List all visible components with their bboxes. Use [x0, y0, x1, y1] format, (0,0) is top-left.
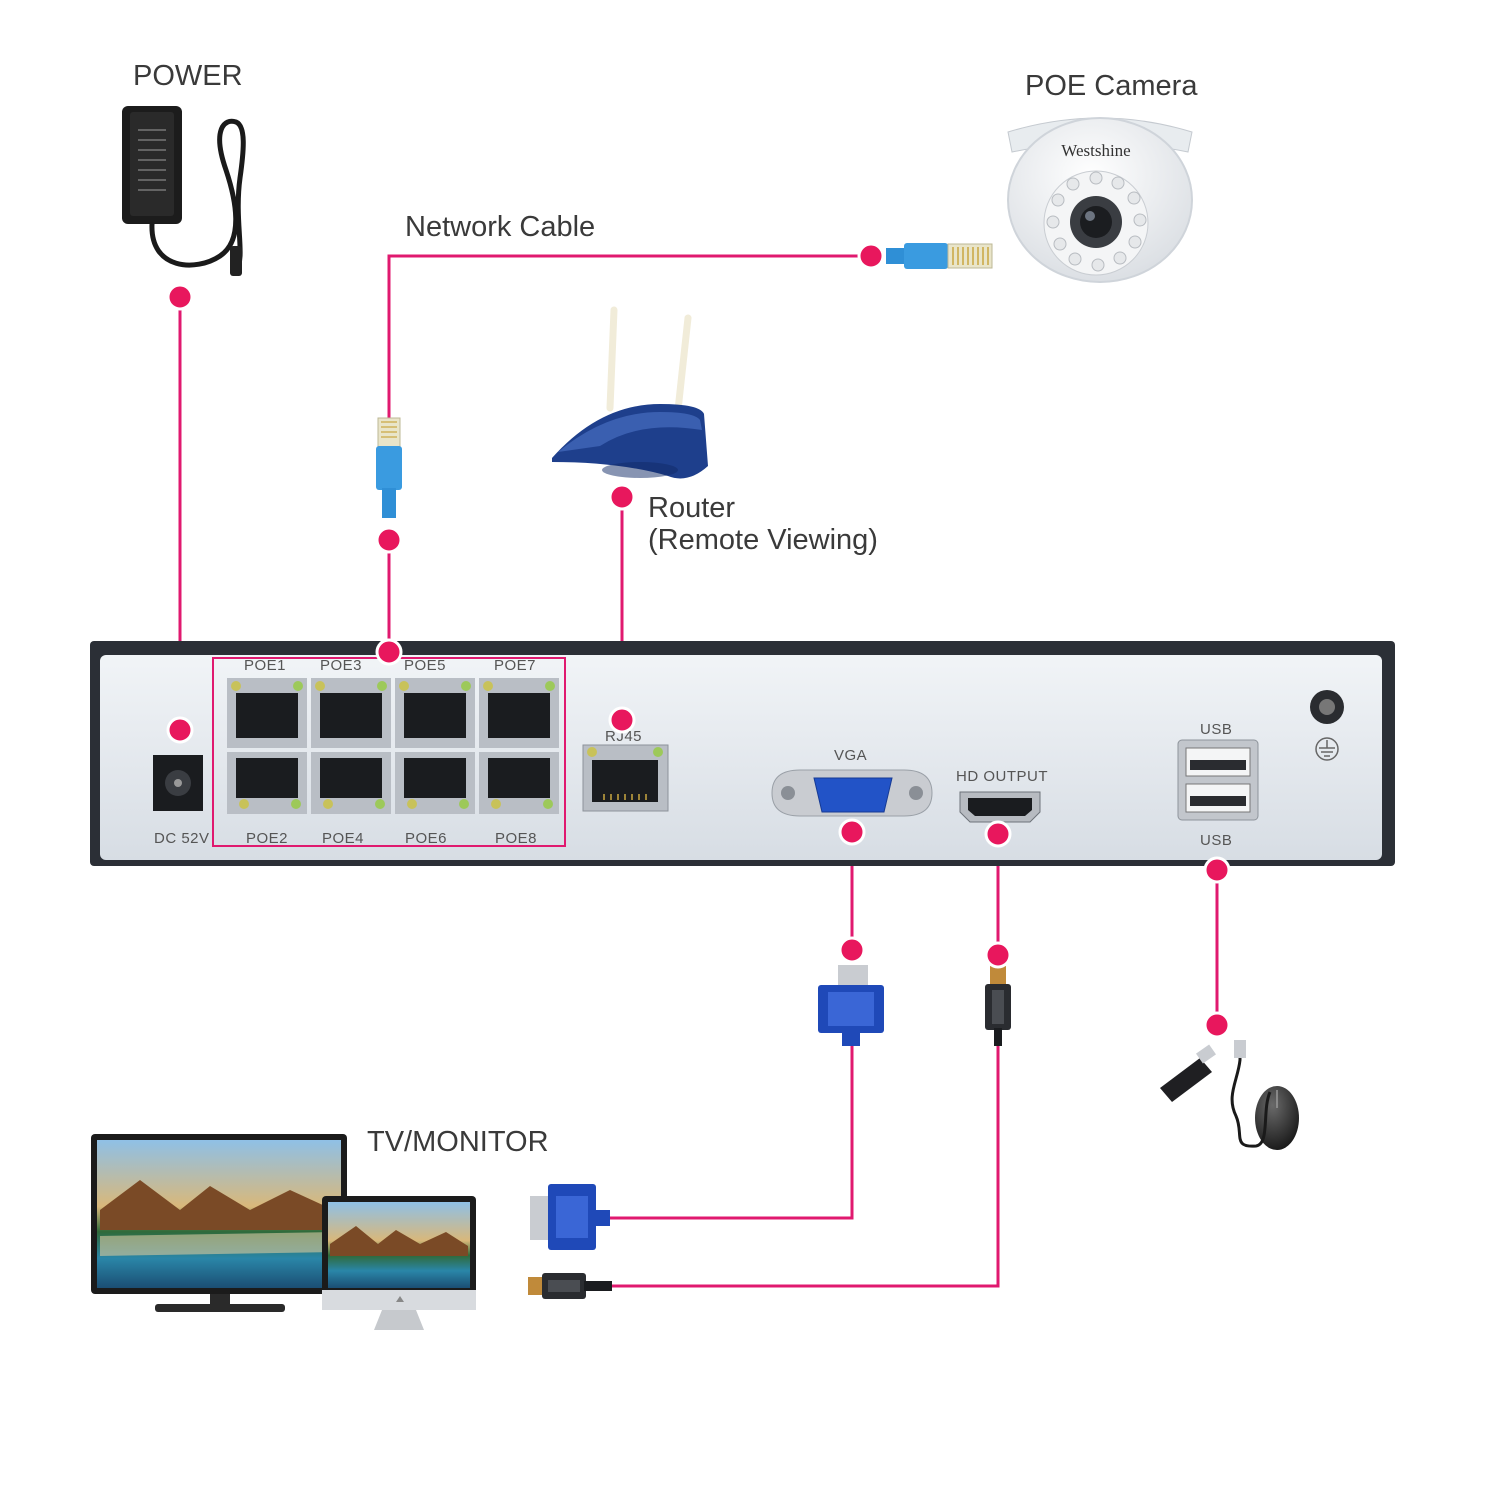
- poe1-label: POE1: [244, 657, 286, 674]
- dc-power-jack: [153, 755, 203, 811]
- hdmi-monitor-cable: [612, 1045, 1000, 1288]
- vga-plug-icon: [818, 965, 884, 1046]
- router-remote-viewing-label: (Remote Viewing): [648, 524, 878, 556]
- poe4-label: POE4: [322, 830, 364, 847]
- dot-dc-jack: [166, 716, 194, 744]
- rj45-label: RJ45: [605, 728, 642, 745]
- poe5-label: POE5: [404, 657, 446, 674]
- dot-hdmi-port: [984, 820, 1012, 848]
- network-cable-label: Network Cable: [405, 211, 596, 243]
- dot-vga-plug: [838, 936, 866, 964]
- monitor-icon: [322, 1196, 476, 1330]
- dot-camera-cable: [857, 242, 885, 270]
- dc-52v-label: DC 52V: [154, 830, 210, 847]
- poe-port-8: [479, 752, 559, 814]
- poe3-label: POE3: [320, 657, 362, 674]
- dot-vga-port: [838, 818, 866, 846]
- poe-port-grid: [227, 678, 559, 814]
- hd-output-port: [959, 791, 1041, 823]
- vga-monitor-cable: [610, 1045, 854, 1220]
- poe-port-7: [479, 678, 559, 748]
- nvr-rear-panel: POE1 POE3 POE5 POE7: [90, 641, 1395, 866]
- router-label: Router: [648, 492, 736, 524]
- tv-monitor-label: TV/MONITOR: [367, 1126, 549, 1158]
- poe6-label: POE6: [405, 830, 447, 847]
- poe-port-2: [227, 752, 307, 814]
- vga-plug-monitor-icon: [530, 1184, 610, 1250]
- adapter-label-lines: [138, 129, 166, 191]
- usb-bottom-label: USB: [1200, 832, 1232, 849]
- poe-port-6: [395, 752, 475, 814]
- dot-usb-port: [1203, 856, 1231, 884]
- usb-dongle-icon: [1160, 1044, 1216, 1102]
- power-label: POWER: [133, 60, 243, 92]
- poe7-label: POE7: [494, 657, 536, 674]
- ethernet-plug-nvr-icon: [376, 417, 402, 518]
- poe-camera-icon: Westshine: [1007, 117, 1193, 283]
- dot-usb-devices: [1203, 1011, 1231, 1039]
- hdmi-plug-icon: [985, 966, 1011, 1046]
- poe2-label: POE2: [246, 830, 288, 847]
- poe-port-5: [395, 678, 475, 748]
- power-adapter-icon: [122, 106, 246, 276]
- vga-port: [771, 769, 933, 817]
- poe8-label: POE8: [495, 830, 537, 847]
- dot-ethernet-plug: [375, 526, 403, 554]
- dot-router: [608, 483, 636, 511]
- tv-icon: [91, 1134, 347, 1312]
- dot-poe-ports: [375, 638, 403, 666]
- camera-brand-text: Westshine: [1061, 141, 1130, 160]
- poe-port-1: [227, 678, 307, 748]
- router-icon: [552, 306, 708, 479]
- connection-dots: [166, 242, 1231, 1039]
- ir-leds: [1046, 171, 1147, 272]
- hdmi-plug-monitor-icon: [528, 1273, 612, 1299]
- dot-hdmi-plug: [984, 941, 1012, 969]
- poe-port-4: [311, 752, 391, 814]
- usb-top-label: USB: [1200, 721, 1232, 738]
- ground-screw-icon: [1310, 690, 1344, 761]
- hd-output-label: HD OUTPUT: [956, 768, 1048, 785]
- network-cable-line: [387, 254, 871, 420]
- usb-ports: [1177, 739, 1259, 821]
- poe-camera-label: POE Camera: [1025, 70, 1198, 102]
- poe-port-3: [311, 678, 391, 748]
- ethernet-plug-camera-icon: [886, 243, 993, 269]
- dot-power-adapter: [166, 283, 194, 311]
- vga-label: VGA: [834, 747, 867, 764]
- rj45-port: [582, 744, 669, 812]
- dot-rj45: [608, 706, 636, 734]
- mouse-icon: [1230, 1040, 1299, 1150]
